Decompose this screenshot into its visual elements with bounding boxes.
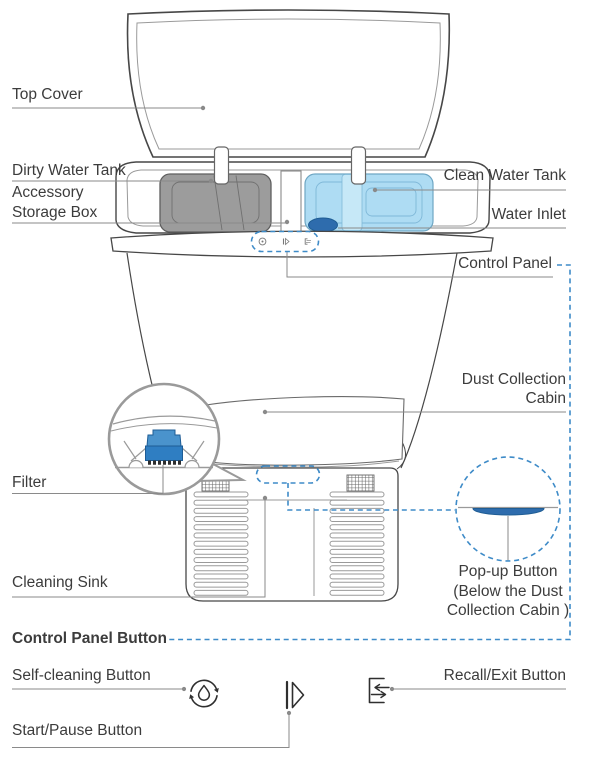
base-cleaning-sink-illustration xyxy=(185,467,399,602)
pop-up-button-label-line1: Pop-up Button xyxy=(458,563,558,580)
cleaning-sink-label: Cleaning Sink xyxy=(12,574,108,591)
accessory-storage-box-label: Accessory Storage Box xyxy=(12,183,97,222)
dirty-water-tank-label: Dirty Water Tank xyxy=(12,162,126,179)
clean-water-tank-illustration xyxy=(304,173,434,233)
top-cover-illustration xyxy=(126,9,451,158)
top-cover-label: Top Cover xyxy=(12,86,83,103)
dust-collection-cabin-label: Dust Collection Cabin xyxy=(462,370,566,408)
control-panel-label: Control Panel xyxy=(458,255,552,272)
accessory-storage-box-label-line1: Accessory xyxy=(12,184,84,201)
recall-exit-button-label: Recall/Exit Button xyxy=(443,667,566,684)
right-sink-slats xyxy=(329,491,385,596)
magnifier-filter-callout xyxy=(107,382,247,496)
self-cleaning-button-label: Self-cleaning Button xyxy=(12,667,151,684)
leader-lines xyxy=(12,105,566,748)
water-inlet-label: Water Inlet xyxy=(491,206,566,223)
self-cleaning-icon xyxy=(189,679,219,708)
pop-up-connector xyxy=(287,483,455,511)
left-sink-slats xyxy=(193,491,249,596)
clean-water-tank-label: Clean Water Tank xyxy=(443,167,566,184)
control-panel-callout xyxy=(250,230,320,253)
pop-up-button-illustration xyxy=(458,506,558,516)
filter-label: Filter xyxy=(12,474,47,491)
front-band xyxy=(110,230,494,258)
filter-illustration xyxy=(145,429,183,465)
dust-collection-cabin-label-line1: Dust Collection xyxy=(461,371,566,388)
pop-up-button-label: Pop-up Button (Below the Dust Collection… xyxy=(383,562,604,621)
recall-exit-icon xyxy=(368,677,390,704)
start-pause-button-label: Start/Pause Button xyxy=(12,722,143,739)
start-pause-icon xyxy=(285,680,305,710)
water-inlet-illustration xyxy=(308,217,338,233)
dashed-callouts xyxy=(168,230,571,641)
pop-up-zoom-circle xyxy=(455,456,561,562)
pop-up-button-label-line3: Collection Cabin ) xyxy=(446,602,570,619)
dust-collection-cabin-illustration xyxy=(205,396,405,468)
control-panel-button-label: Control Panel Button xyxy=(12,630,167,647)
dust-collection-cabin-label-line2: Cabin xyxy=(525,390,567,407)
control-panel-icons xyxy=(258,237,311,246)
pop-up-button-label-line2: (Below the Dust xyxy=(453,582,563,600)
accessory-storage-box-label-line2: Storage Box xyxy=(12,203,98,221)
lid-hinges xyxy=(213,146,367,185)
